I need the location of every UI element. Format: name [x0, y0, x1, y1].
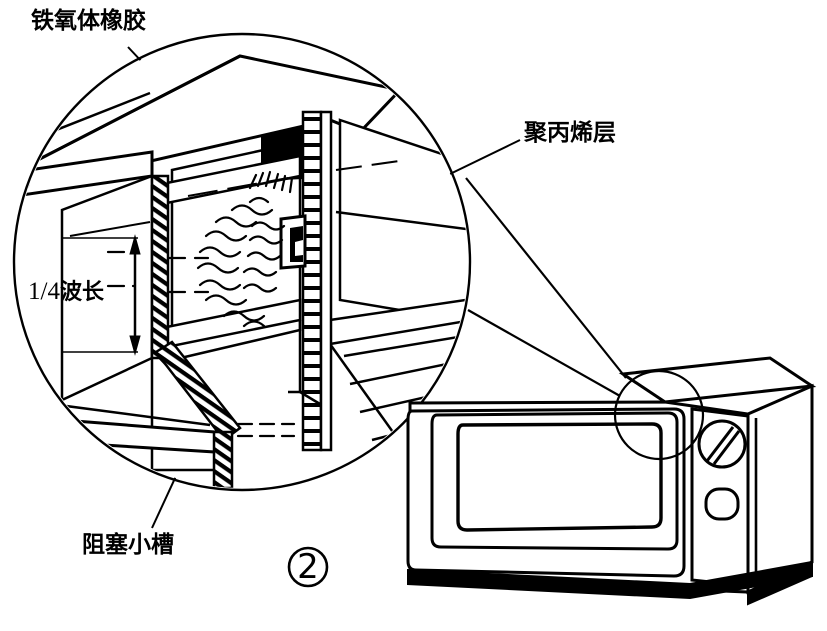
label-choke-slot: 阻塞小槽 — [82, 532, 174, 558]
oven-top-face — [618, 356, 817, 404]
round-push-button[interactable] — [704, 487, 740, 521]
microwave-oven-illustration — [406, 356, 817, 606]
oven-door-window — [456, 422, 663, 532]
ferrite-gasket-left — [150, 174, 170, 360]
oven-right-face — [746, 383, 814, 595]
ferrite-leader-stub — [69, 221, 151, 237]
figure-number-label: 2 — [297, 547, 319, 587]
magnified-detail-view — [16, 36, 468, 488]
quarter-wavelength-fraction: 1/4 — [28, 278, 60, 305]
quarter-wavelength-dimension — [62, 234, 141, 356]
detail-region-marker-icon — [613, 369, 705, 461]
ferrite-gasket-diagonal — [154, 340, 242, 488]
oven-base-right-shadow — [747, 560, 813, 606]
top-panel-dashes — [187, 159, 407, 197]
rotary-dial-knob[interactable] — [697, 419, 747, 469]
label-ferrite-rubber: 铁氧体橡胶 — [31, 8, 146, 34]
microwave-wave-lines — [106, 170, 296, 438]
magnifier-connector-lines — [465, 177, 627, 397]
label-polypropylene-layer: 聚丙烯层 — [524, 120, 616, 146]
choke-return-path — [288, 320, 321, 406]
ferrite-gasket-right — [301, 110, 333, 452]
magnifier-circle-icon — [12, 32, 472, 492]
choke-slot-detail — [279, 214, 307, 270]
door-outer-panel — [335, 118, 468, 332]
label-quarter-wavelength: 1/4波长 — [28, 279, 104, 304]
quarter-wavelength-unit: 波长 — [59, 280, 104, 305]
figure-number-circle — [287, 546, 329, 588]
